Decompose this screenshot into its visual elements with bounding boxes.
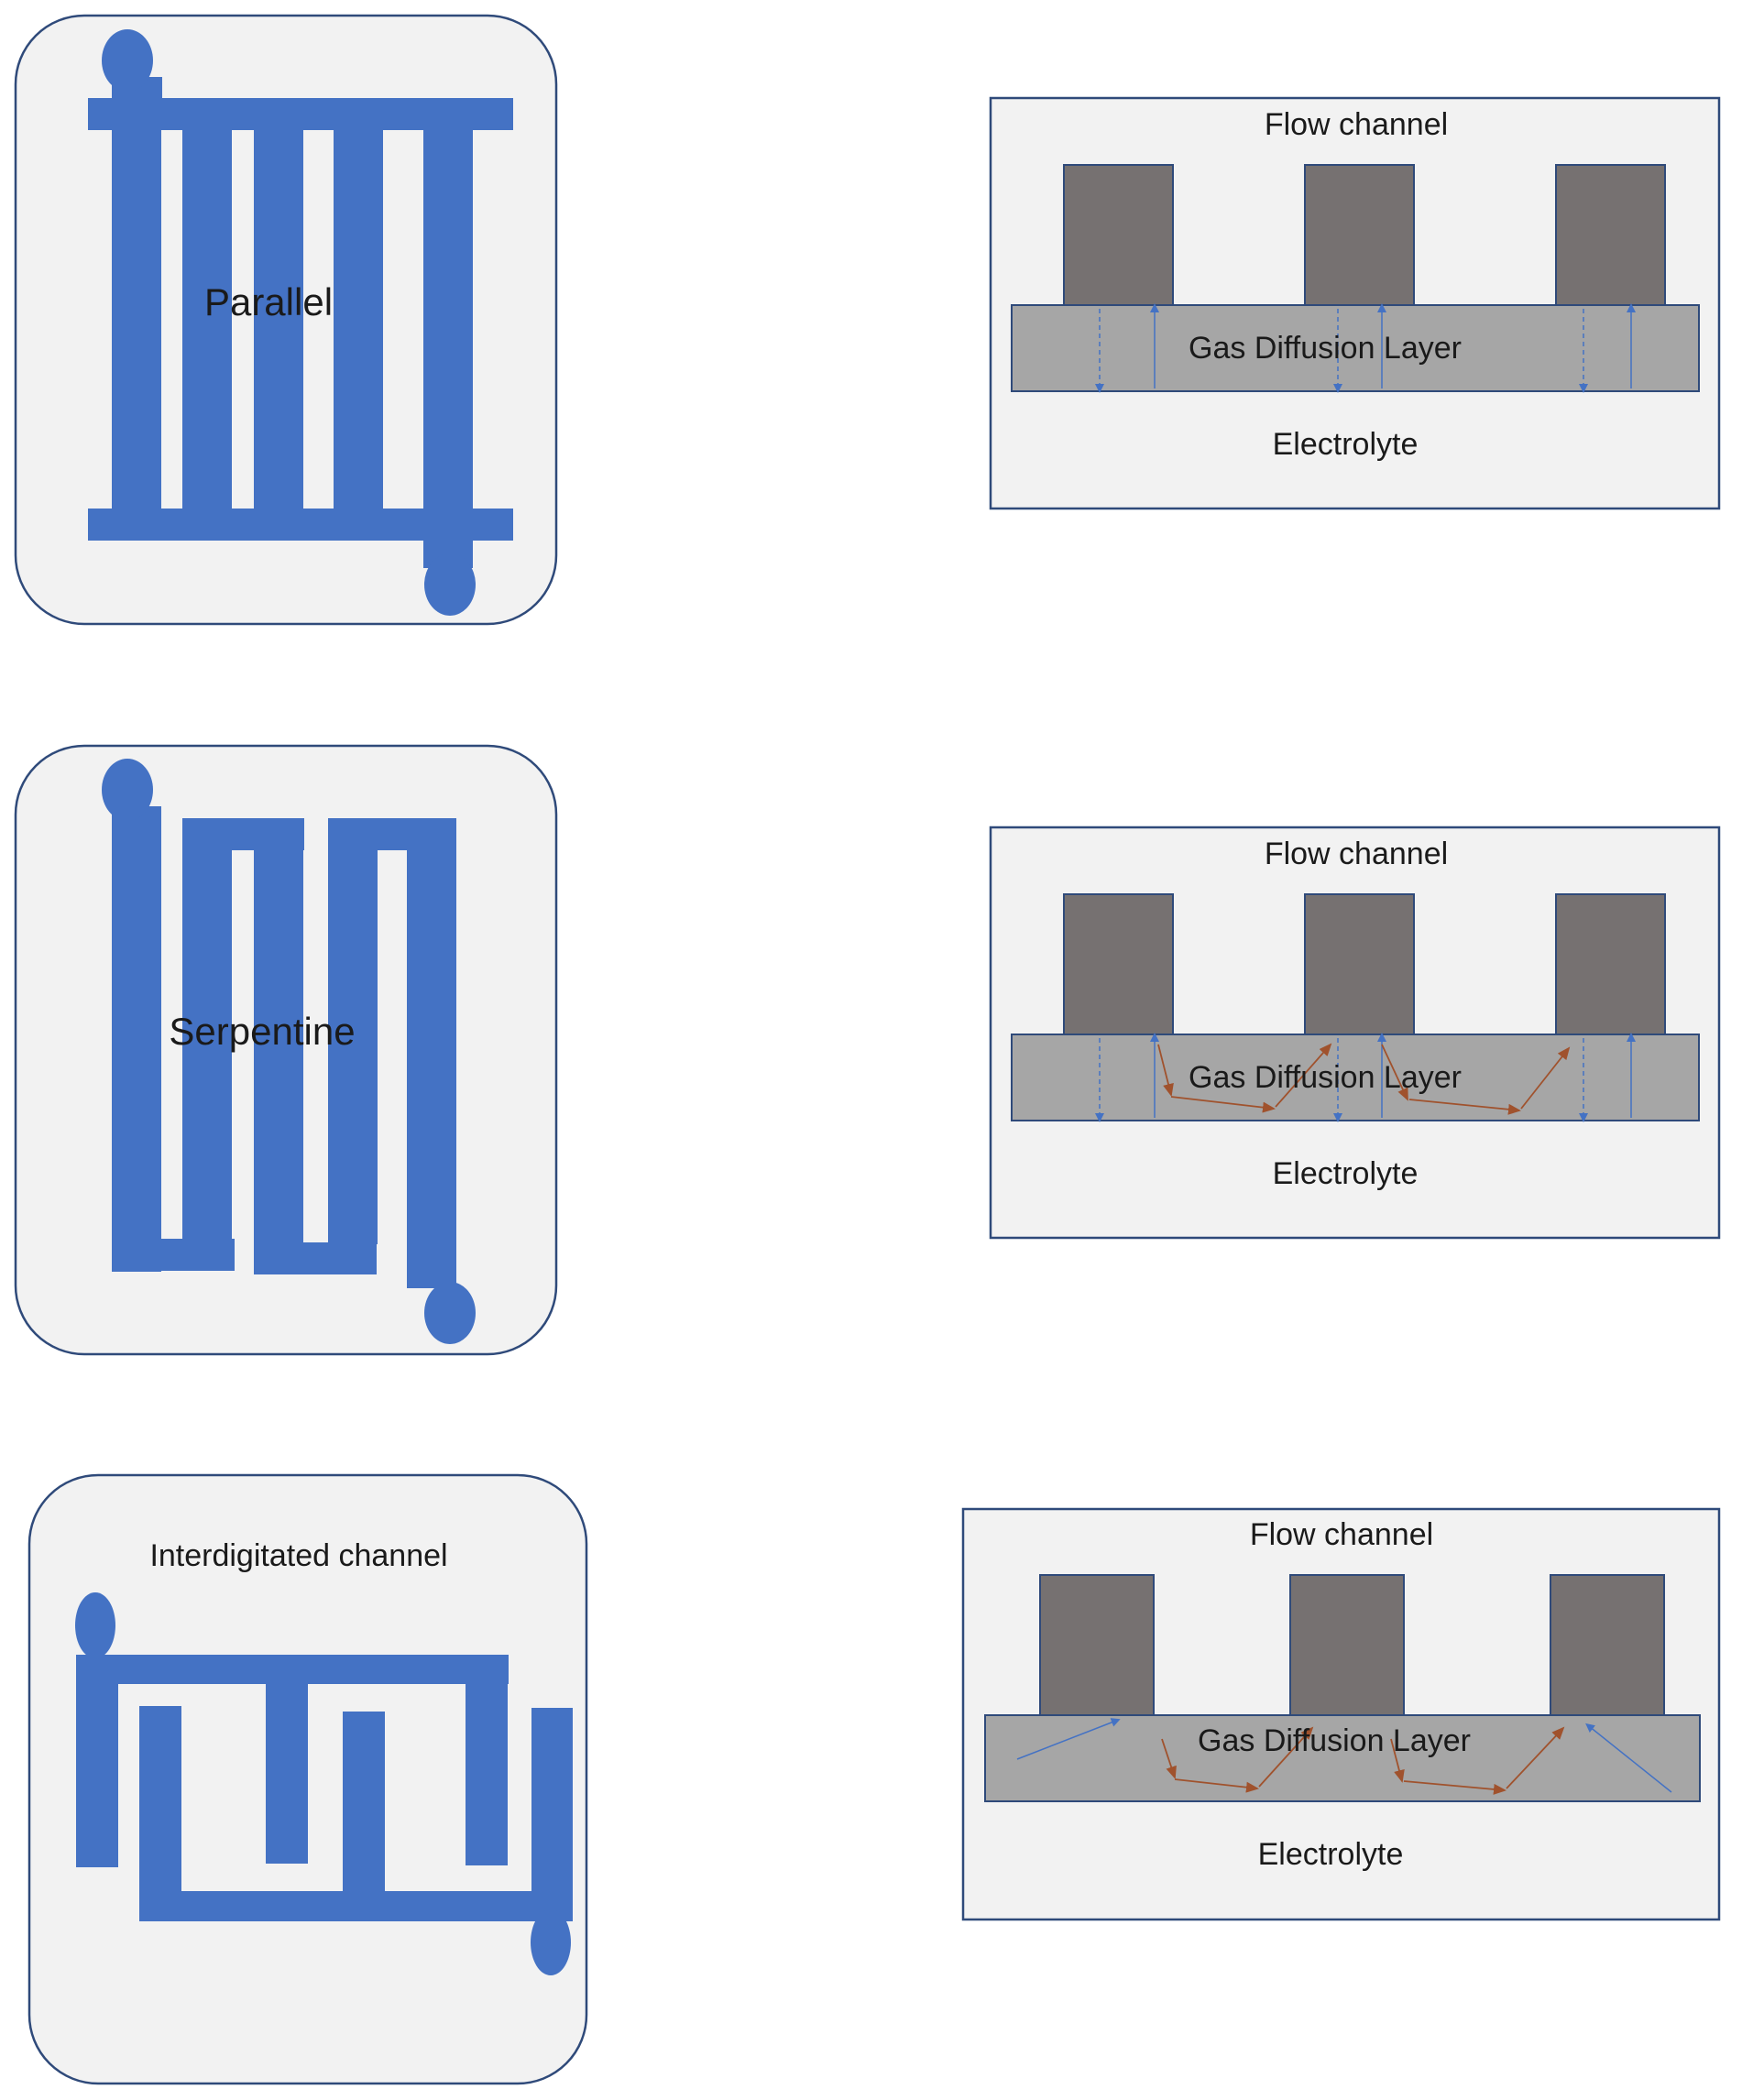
serpentine-channels [102, 759, 476, 1344]
flow-arrow-in [1016, 1718, 1121, 1760]
cross-section-1-electrolyte-label: Electrolyte [1273, 427, 1419, 462]
cross-section-2-rib-3 [1555, 893, 1666, 1035]
cross-section-1-flow-arrows [1095, 303, 1636, 393]
cross-section-3-diffusion-arrows [1161, 1726, 1565, 1795]
diffusion-arrow [1390, 1738, 1405, 1783]
interdigitated-outlet-finger-3 [531, 1708, 573, 1893]
cross-section-2-flow-arrows [1095, 1033, 1636, 1122]
cross-section-3: Flow channel Gas Diffusion Layer Electro… [961, 1507, 1721, 1921]
diffusion-arrow [1520, 1046, 1571, 1110]
cross-section-1: Flow channel Gas Diffusion Layer Electro… [989, 96, 1721, 510]
cross-section-3-electrolyte-label: Electrolyte [1258, 1837, 1404, 1872]
diffusion-arrow [1170, 1096, 1276, 1113]
interdigitated-inlet-finger-3 [466, 1682, 508, 1865]
diffusion-arrow [1258, 1726, 1314, 1788]
cross-section-2-electrolyte-label: Electrolyte [1273, 1156, 1419, 1191]
serpentine-top-turn-2 [328, 818, 456, 850]
cross-section-3-rib-2 [1289, 1574, 1405, 1716]
parallel-channels [88, 29, 513, 616]
parallel-outlet-port [424, 553, 476, 616]
serpentine-label: Serpentine [169, 1010, 355, 1053]
parallel-channel-4 [334, 128, 383, 509]
serpentine-segment-1 [112, 806, 161, 1272]
cross-section-2-rib-1 [1063, 893, 1174, 1035]
interdigitated-outlet-finger-2 [343, 1712, 385, 1893]
interdigitated-inlet-finger-1 [76, 1682, 118, 1867]
serpentine-inlet-port [102, 759, 153, 821]
interdigitated-outlet-header [139, 1891, 573, 1921]
interdigitated-inlet-header [76, 1655, 509, 1684]
parallel-inlet-port [102, 29, 153, 92]
parallel-channel-1 [112, 128, 161, 509]
serpentine-segment-2 [182, 850, 232, 1240]
flow-arrow-out [1585, 1723, 1672, 1793]
cross-section-3-flow-channel-label: Flow channel [1250, 1517, 1433, 1552]
diffusion-arrow [1275, 1043, 1332, 1108]
interdigitated-inlet-finger-2 [266, 1682, 308, 1864]
parallel-label: Parallel [204, 280, 333, 323]
cross-section-3-flow-arrows [1016, 1718, 1672, 1793]
diffusion-arrow [1381, 1044, 1408, 1101]
interdigitated-inlet-port [75, 1592, 115, 1658]
cross-section-1-rib-1 [1063, 164, 1174, 306]
interdigitated-outlet-port [531, 1909, 571, 1975]
serpentine-segment-5 [407, 850, 456, 1288]
cross-section-2: Flow channel Gas Diffusion Layer Electro… [989, 826, 1721, 1240]
serpentine-pattern: Serpentine [14, 744, 558, 1356]
cross-section-2-flow-channel-label: Flow channel [1265, 837, 1448, 871]
cross-section-2-rib-2 [1304, 893, 1415, 1035]
interdigitated-outlet-finger-1 [139, 1706, 181, 1893]
cross-section-1-rib-3 [1555, 164, 1666, 306]
parallel-channel-5 [423, 128, 473, 509]
serpentine-segment-3 [254, 850, 303, 1244]
diffusion-arrow [1506, 1726, 1565, 1789]
cross-section-1-gdl [1011, 304, 1700, 392]
serpentine-segment-4 [328, 850, 378, 1244]
cross-section-1-flow-channel-label: Flow channel [1265, 107, 1448, 142]
cross-section-1-gdl-label: Gas Diffusion Layer [1189, 331, 1462, 366]
diffusion-arrow [1161, 1738, 1177, 1779]
parallel-pattern: Parallel [14, 14, 558, 626]
interdigitated-label: Interdigitated channel [149, 1538, 447, 1573]
parallel-channel-3 [254, 128, 303, 509]
serpentine-outlet-port [424, 1282, 476, 1344]
cross-section-3-gdl-label: Gas Diffusion Layer [1198, 1723, 1471, 1758]
serpentine-top-turn-1 [182, 818, 304, 850]
cross-section-2-diffusion-arrows [1157, 1043, 1571, 1115]
cross-section-3-gdl [984, 1714, 1701, 1802]
parallel-channel-2 [182, 128, 232, 509]
serpentine-bottom-turn-1 [112, 1239, 235, 1271]
serpentine-bottom-turn-2 [254, 1242, 377, 1274]
parallel-top-header [88, 98, 513, 130]
diffusion-arrow [1174, 1778, 1259, 1793]
interdigitated-channels [75, 1592, 573, 1975]
diffusion-arrow [1157, 1044, 1174, 1097]
cross-section-3-rib-3 [1550, 1574, 1665, 1716]
cross-section-1-rib-2 [1304, 164, 1415, 306]
cross-section-3-rib-1 [1039, 1574, 1155, 1716]
diffusion-arrow [1408, 1099, 1521, 1115]
parallel-bottom-header [88, 509, 513, 541]
diffusion-arrow [1403, 1780, 1506, 1795]
cross-section-2-gdl-label: Gas Diffusion Layer [1189, 1060, 1462, 1095]
interdigitated-pattern: Interdigitated channel [27, 1473, 588, 2085]
